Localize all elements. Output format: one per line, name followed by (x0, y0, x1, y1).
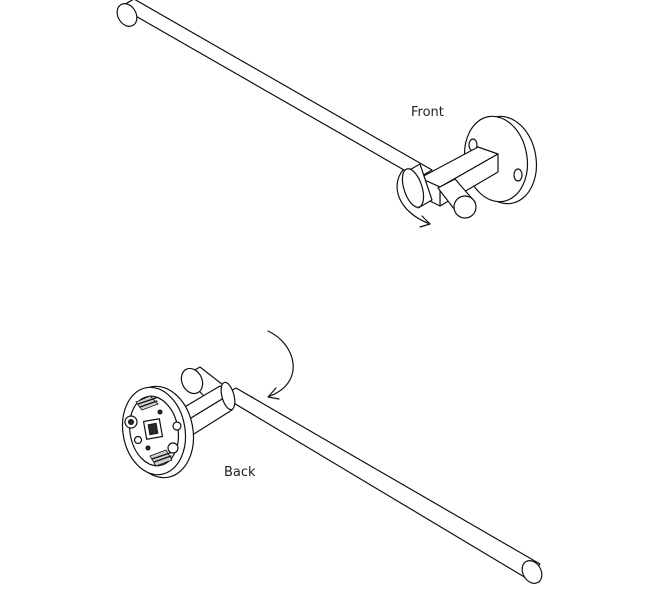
front-label: Front (411, 105, 444, 120)
front-bar-end-cap (116, 3, 138, 27)
front-bar (116, 0, 433, 179)
front-screw-hole-bottom (513, 168, 523, 182)
back-label: Back (224, 465, 256, 480)
back-bar-end-cap (521, 560, 543, 584)
back-view (121, 330, 543, 584)
set-screw-right (167, 442, 179, 454)
front-collar (401, 163, 433, 209)
back-bar (220, 381, 543, 584)
back-wall-flange (121, 385, 195, 479)
front-stub-end (453, 195, 477, 219)
front-stub (437, 178, 477, 219)
front-view (116, 0, 538, 228)
back-stub-end (180, 367, 204, 395)
back-mounting-mechanism (124, 395, 182, 467)
pin-right (172, 421, 182, 431)
rotate-clockwise-icon (267, 330, 294, 400)
pin-left (133, 435, 143, 445)
rotate-clockwise-icon (396, 169, 431, 228)
